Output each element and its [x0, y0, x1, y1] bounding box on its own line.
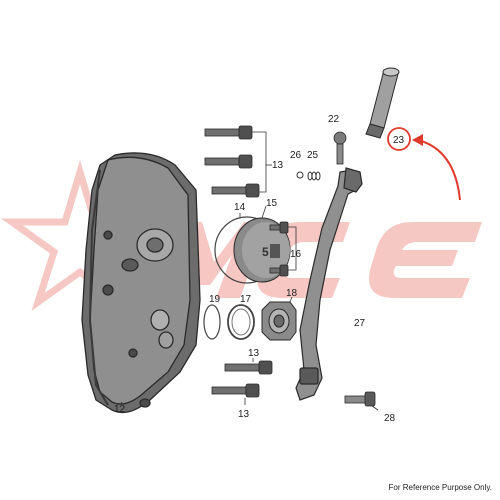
bracket-16	[288, 226, 297, 271]
svg-text:5: 5	[262, 245, 269, 259]
label-part-19: 19	[209, 294, 221, 305]
inspection-cover-15: 5	[233, 217, 291, 283]
pinch-bolt-28	[344, 391, 376, 407]
spring-25	[307, 171, 321, 181]
bush-18	[261, 301, 297, 341]
ball-26	[296, 171, 304, 179]
label-part-13-top: 13	[272, 160, 284, 171]
label-part-12: 12	[114, 404, 126, 415]
oring-19	[203, 304, 221, 340]
reference-disclaimer: For Reference Purpose Only.	[388, 483, 492, 492]
label-part-23: 23	[393, 135, 405, 146]
label-part-13-bottom: 13	[238, 409, 250, 420]
leader-18	[289, 296, 293, 303]
leader-12	[119, 401, 123, 406]
label-part-22: 22	[328, 114, 340, 125]
label-part-14: 14	[234, 202, 246, 213]
highlight-arrow-23	[417, 139, 461, 201]
label-part-15: 15	[266, 198, 278, 209]
highlight-circle-23	[387, 127, 411, 151]
leader-28	[371, 405, 379, 411]
leader-15	[261, 205, 267, 219]
screws-16	[269, 221, 289, 277]
label-part-18: 18	[286, 288, 298, 299]
label-part-17: 17	[240, 294, 252, 305]
label-part-26: 26	[290, 150, 302, 161]
kick-lever-27	[295, 167, 363, 401]
label-part-16: 16	[290, 249, 302, 260]
label-part-13-middle: 13	[248, 348, 260, 359]
bolts-13-upper	[204, 125, 260, 198]
seal-17	[227, 304, 255, 340]
kick-pedal-23	[365, 67, 400, 139]
bolts-13-lower	[211, 360, 273, 398]
bracket-13-upper	[252, 131, 267, 193]
pivot-bolt-22	[333, 131, 347, 165]
label-part-25: 25	[307, 150, 319, 161]
highlight-arrow-head	[412, 134, 423, 146]
label-part-28: 28	[384, 413, 396, 424]
label-part-27: 27	[354, 318, 366, 329]
side-cover-housing	[81, 152, 201, 414]
